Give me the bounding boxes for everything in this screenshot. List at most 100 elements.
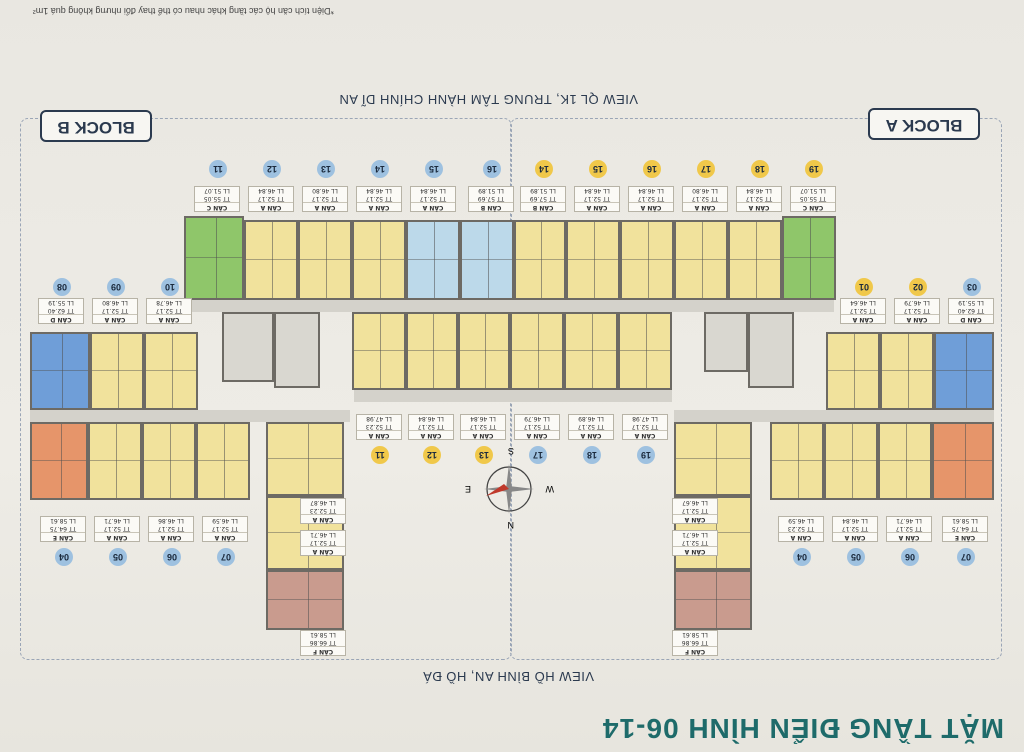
apartment-unit[interactable] — [196, 422, 250, 500]
apartment-unit[interactable] — [90, 332, 144, 410]
apartment-unit[interactable] — [782, 216, 836, 300]
unit-type: CĂN A — [841, 314, 885, 323]
unit-tt-area: TT 66.86 — [309, 639, 337, 646]
apartment-unit[interactable] — [460, 220, 514, 300]
apartment-unit[interactable] — [824, 422, 878, 500]
apartment-unit[interactable] — [184, 216, 244, 300]
unit-number-badge: 06 — [901, 548, 919, 566]
apartment-unit[interactable] — [298, 220, 352, 300]
apartment-unit[interactable] — [618, 312, 672, 390]
unit-tt-area: TT 52.17 — [577, 423, 605, 430]
unit-tt-area: TT 66.86 — [681, 639, 709, 646]
apartment-unit[interactable] — [406, 312, 458, 390]
unit-type: CĂN A — [301, 514, 345, 523]
apartment-unit[interactable] — [566, 220, 620, 300]
apartment-unit[interactable] — [266, 570, 344, 630]
apartment-unit[interactable] — [770, 422, 824, 500]
apartment-unit[interactable] — [352, 312, 406, 390]
unit-ll-area: LL 51.07 — [204, 187, 230, 194]
apartment-unit[interactable] — [352, 220, 406, 300]
unit-type: CĂN D — [39, 314, 83, 323]
unit-type: CĂN B — [469, 202, 513, 211]
apartment-unit[interactable] — [826, 332, 880, 410]
apartment-unit[interactable] — [674, 220, 728, 300]
apartment-unit[interactable] — [674, 422, 752, 496]
apartment-unit[interactable] — [674, 570, 752, 630]
unit-ll-area: LL 46.80 — [102, 299, 128, 306]
unit-tt-area: TT 52.17 — [681, 539, 709, 546]
apartment-unit[interactable] — [620, 220, 674, 300]
apartment-unit[interactable] — [88, 422, 142, 500]
corridor-top — [184, 300, 834, 312]
view-top-label: VIEW QL 1K, TRUNG TÂM HÀNH CHÍNH DĨ AN — [338, 92, 638, 107]
apartment-unit[interactable] — [30, 422, 88, 500]
unit-tt-area: TT 52.17 — [417, 423, 445, 430]
apartment-unit[interactable] — [878, 422, 932, 500]
unit-number-badge: 07 — [957, 548, 975, 566]
unit-tt-area: TT 52.17 — [903, 307, 931, 314]
apartment-unit[interactable] — [880, 332, 934, 410]
unit-number-badge: 06 — [163, 548, 181, 566]
unit-type: CĂN E — [41, 532, 85, 541]
apartment-unit[interactable] — [510, 312, 564, 390]
unit-type: CĂN A — [569, 430, 613, 439]
unit-type: CĂN A — [895, 314, 939, 323]
apartment-unit[interactable] — [406, 220, 460, 300]
apartment-unit[interactable] — [932, 422, 994, 500]
apartment-unit[interactable] — [30, 332, 90, 410]
apartment-unit[interactable] — [142, 422, 196, 500]
unit-type: CĂN A — [515, 430, 559, 439]
unit-tt-area: TT 52.17 — [469, 423, 497, 430]
apartment-unit[interactable] — [458, 312, 510, 390]
apartment-unit[interactable] — [266, 422, 344, 496]
unit-ll-area: LL 58.61 — [952, 517, 978, 524]
apartment-unit[interactable] — [564, 312, 618, 390]
apartment-unit[interactable] — [144, 332, 198, 410]
unit-number-badge: 07 — [217, 548, 235, 566]
apartment-unit[interactable] — [244, 220, 298, 300]
apartment-unit[interactable] — [514, 220, 566, 300]
apartment-unit[interactable] — [728, 220, 782, 300]
apartment-unit[interactable] — [934, 332, 994, 410]
unit-ll-area: LL 46.84 — [418, 415, 444, 422]
